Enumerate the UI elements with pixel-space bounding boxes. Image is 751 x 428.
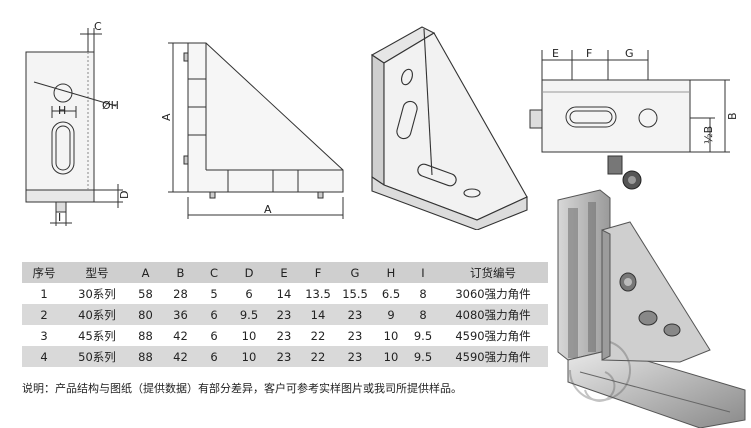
table-cell: 6 — [210, 307, 218, 322]
table-cell: 14 — [276, 286, 292, 301]
table-cell: 50系列 — [78, 349, 116, 364]
col-header-f: F — [314, 265, 322, 280]
col-header-b: B — [176, 265, 185, 280]
table-cell: 22 — [310, 349, 326, 364]
side-view-drawing: A A — [158, 35, 353, 230]
table-row: 3 45系列 88 42 6 10 23 22 23 10 9.5 4590强力… — [22, 325, 548, 346]
dim-phi-h-label: ØH — [102, 99, 119, 112]
table-cell: 8 — [419, 307, 427, 322]
table-cell: 80 — [138, 307, 153, 322]
table-cell: 15.5 — [342, 286, 368, 301]
product-photo — [540, 150, 751, 428]
table-cell: 40系列 — [78, 307, 116, 322]
table-cell: 9.5 — [413, 349, 433, 364]
dim-b-label: B — [726, 112, 739, 120]
table-cell: 36 — [173, 307, 188, 322]
table-cell: 6 — [245, 286, 253, 301]
table-cell: 4 — [40, 349, 48, 364]
col-header-model: 型号 — [85, 265, 109, 280]
col-header-order-code: 订货编号 — [470, 265, 516, 280]
table-cell: 4590强力角件 — [455, 328, 531, 343]
table-cell: 13.5 — [305, 286, 331, 301]
table-cell: 10 — [383, 328, 399, 343]
col-header-a: A — [141, 265, 150, 280]
dim-a-vertical-label: A — [160, 113, 173, 121]
table-row: 2 40系列 80 36 6 9.5 23 14 23 9 8 4080强力角件 — [22, 304, 548, 325]
table-cell: 3 — [40, 328, 48, 343]
dim-e-label: E — [552, 47, 559, 60]
col-header-d: D — [244, 265, 254, 280]
table-cell: 58 — [138, 286, 153, 301]
table-cell: 28 — [173, 286, 188, 301]
table-cell: 10 — [241, 349, 257, 364]
table-cell: 45系列 — [78, 328, 116, 343]
col-header-index: 序号 — [32, 265, 56, 280]
table-cell: 30系列 — [78, 286, 116, 301]
table-cell: 9.5 — [413, 328, 433, 343]
table-cell: 42 — [173, 328, 188, 343]
table-cell: 8 — [419, 286, 427, 301]
col-header-g: G — [350, 265, 360, 280]
table-cell: 3060强力角件 — [455, 286, 531, 301]
top-view-drawing: E F G B ½B — [520, 40, 740, 160]
dim-d-label: D — [118, 191, 131, 199]
table-cell: 23 — [276, 349, 292, 364]
col-header-i: I — [421, 265, 425, 280]
table-cell: 23 — [347, 307, 363, 322]
front-view-drawing: C H ØH D I — [18, 18, 138, 233]
table-cell: 2 — [40, 307, 48, 322]
table-cell: 6.5 — [381, 286, 401, 301]
table-cell: 23 — [347, 328, 363, 343]
dim-h-label: H — [58, 104, 66, 117]
table-cell: 23 — [276, 307, 292, 322]
table-row: 4 50系列 88 42 6 10 23 22 23 10 9.5 4590强力… — [22, 346, 548, 367]
table-cell: 4590强力角件 — [455, 349, 531, 364]
footnote: 说明：产品结构与图纸（提供数据）有部分差异，客户可参考实样图片或我司所提供样品。 — [22, 382, 462, 395]
table-cell: 6 — [210, 349, 218, 364]
dim-f-label: F — [586, 47, 592, 60]
table-header-row: 序号 型号 A B C D E F G H I 订货编号 — [22, 262, 548, 283]
table-cell: 10 — [241, 328, 257, 343]
dim-g-label: G — [625, 47, 634, 60]
table-cell: 23 — [276, 328, 292, 343]
table-cell: 42 — [173, 349, 188, 364]
table-cell: 6 — [210, 328, 218, 343]
spec-table: 序号 型号 A B C D E F G H I 订货编号 1 30系列 58 2… — [22, 262, 548, 367]
dim-a-horizontal-label: A — [264, 203, 272, 216]
table-cell: 5 — [210, 286, 218, 301]
table-cell: 88 — [138, 328, 153, 343]
col-header-h: H — [386, 265, 396, 280]
table-cell: 9.5 — [239, 307, 259, 322]
table-cell: 10 — [383, 349, 399, 364]
table-cell: 9 — [387, 307, 395, 322]
dim-c-label: C — [94, 20, 102, 33]
table-row: 1 30系列 58 28 5 6 14 13.5 15.5 6.5 8 3060… — [22, 283, 548, 304]
table-cell: 14 — [310, 307, 326, 322]
dim-i-label: I — [58, 211, 61, 224]
table-cell: 4080强力角件 — [455, 307, 531, 322]
table-cell: 88 — [138, 349, 153, 364]
table-cell: 1 — [40, 286, 48, 301]
col-header-c: C — [209, 265, 219, 280]
col-header-e: E — [280, 265, 288, 280]
dim-half-b-label: ½B — [702, 126, 715, 144]
table-cell: 22 — [310, 328, 326, 343]
isometric-view-drawing — [362, 15, 542, 230]
table-cell: 23 — [347, 349, 363, 364]
